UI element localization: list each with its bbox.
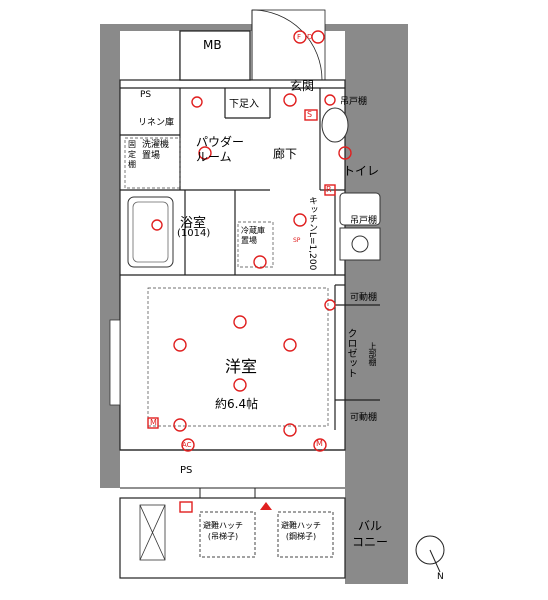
- bathtub: [127, 196, 174, 268]
- fridge-area-label: 冷蔵庫 置場: [241, 226, 265, 245]
- compass-label: N: [437, 572, 444, 582]
- kitchen-sink: [339, 192, 381, 226]
- r-symbol: R: [326, 185, 332, 194]
- entrance-label: 玄関: [290, 79, 315, 93]
- evac-hatch-right: [277, 511, 334, 558]
- powder-room-label: パウダー ルーム: [196, 135, 245, 164]
- western-room-label: 洋室: [225, 357, 258, 376]
- compass-icon: [415, 535, 445, 573]
- bath-label: 浴室: [180, 216, 207, 231]
- s-symbol: S: [307, 110, 313, 119]
- western-room-ceiling-line: [147, 287, 329, 427]
- hanging-shelf-kitchen-label: 吊戸棚: [350, 216, 378, 226]
- right-wall-column: [345, 24, 408, 584]
- fd-symbol: FD: [297, 33, 319, 41]
- movable-shelf-bottom-label: 可動棚: [350, 413, 378, 423]
- hallway-label: 廊下: [273, 147, 298, 161]
- evac-hatch-left: [199, 511, 256, 558]
- sp-symbol: SP: [293, 237, 301, 244]
- evac-hatch-left-label: 避難ハッチ (吊梯子): [203, 521, 243, 541]
- hanging-shelf-label: 吊戸棚: [340, 97, 368, 107]
- mb-label: MB: [203, 38, 222, 52]
- ac-symbol: AC: [182, 441, 192, 449]
- m-symbol: M: [150, 418, 157, 427]
- m-circle-symbol: M: [316, 439, 323, 448]
- toilet-label: トイレ: [343, 164, 380, 178]
- window: [109, 319, 121, 406]
- balcony: [119, 487, 346, 579]
- ps-bottom-label: PS: [180, 465, 193, 476]
- kitchen-stove: [339, 227, 381, 261]
- kitchen-label: キッチンL=1,200: [307, 196, 317, 271]
- burner-icon: [351, 235, 369, 253]
- western-room-size-label: 約6.4帖: [215, 397, 259, 411]
- toilet-bowl: [321, 107, 349, 143]
- partitions: [120, 87, 380, 451]
- laundry-area-label: 洗濯機 置場: [142, 140, 170, 161]
- balcony-label: バル コニー: [352, 519, 389, 549]
- bath-size-label: (1014): [177, 228, 211, 239]
- evac-hatch-right-label: 避難ハッチ (鋼梯子): [281, 521, 321, 541]
- fixed-shelf-label: 固 定 棚: [128, 140, 136, 169]
- laundry-area-box: [124, 137, 181, 189]
- linen-label: リネン庫: [138, 118, 175, 128]
- closet-label: クロゼット: [345, 328, 356, 378]
- ps-top-label: PS: [140, 90, 152, 100]
- shoe-storage-label: 下足入: [229, 99, 259, 110]
- mb-room: [179, 30, 251, 81]
- movable-shelf-top-label: 可動棚: [350, 293, 378, 303]
- electrical-symbols: [147, 30, 352, 513]
- fridge-area-box: [237, 221, 274, 268]
- upper-shelf-label: 上部棚: [368, 342, 377, 366]
